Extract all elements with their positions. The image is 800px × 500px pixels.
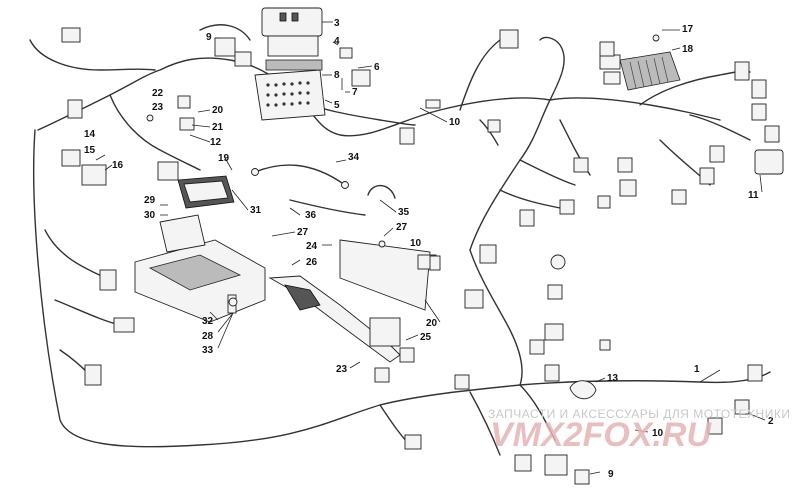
callout-25: 25 bbox=[420, 332, 432, 343]
connector-left-mid bbox=[84, 269, 135, 386]
relay-icon bbox=[341, 69, 371, 90]
callout-7: 7 bbox=[352, 87, 358, 98]
callout-16: 16 bbox=[112, 160, 124, 171]
connector-cluster-right bbox=[671, 61, 784, 205]
callout-28: 28 bbox=[202, 331, 214, 342]
callout-32: 32 bbox=[202, 316, 214, 327]
fuse-box-cover bbox=[261, 7, 323, 57]
ground-cable-34 bbox=[251, 164, 349, 189]
fuse-icon bbox=[339, 47, 353, 59]
callout-18: 18 bbox=[682, 44, 694, 55]
callout-24: 24 bbox=[306, 241, 318, 252]
callout-5: 5 bbox=[334, 100, 340, 111]
support-plate bbox=[339, 239, 437, 311]
actuator-26 bbox=[268, 275, 415, 363]
callout-10-top: 10 bbox=[449, 117, 461, 128]
callout-31: 31 bbox=[250, 205, 262, 216]
callout-35: 35 bbox=[398, 207, 410, 218]
watermark: ЗАПЧАСТИ И АКСЕССУАРЫ ДЛЯ МОТОТЕХНИКИ VM… bbox=[488, 407, 790, 454]
callout-labels: 3 4 6 8 7 5 9 10 17 18 11 22 23 20 21 12… bbox=[84, 18, 774, 480]
callout-8: 8 bbox=[334, 70, 340, 81]
callout-10-bottom: 10 bbox=[652, 428, 664, 439]
fuse-box-base bbox=[254, 59, 326, 121]
main-harness bbox=[29, 24, 771, 456]
callout-23-mid: 23 bbox=[336, 364, 348, 375]
cable-tie-35 bbox=[367, 184, 396, 199]
callout-20-mid: 20 bbox=[426, 318, 438, 329]
callout-4: 4 bbox=[334, 36, 340, 47]
callout-26: 26 bbox=[306, 257, 318, 268]
callout-21: 21 bbox=[212, 122, 224, 133]
connector-left-top bbox=[61, 27, 83, 119]
callout-1: 1 bbox=[694, 364, 700, 375]
watermark-subtitle: ЗАПЧАСТИ И АКСЕССУАРЫ ДЛЯ МОТОТЕХНИКИ bbox=[488, 407, 790, 421]
callout-13: 13 bbox=[607, 373, 619, 384]
callout-9-top: 9 bbox=[206, 32, 212, 43]
callout-34: 34 bbox=[348, 152, 360, 163]
watermark-logo: VMX2FOX.RU bbox=[490, 416, 712, 454]
relay-socket-left bbox=[61, 149, 107, 186]
callout-11: 11 bbox=[748, 190, 759, 201]
callout-27-left: 27 bbox=[297, 227, 309, 238]
callout-14: 14 bbox=[84, 129, 96, 140]
callout-17: 17 bbox=[682, 24, 694, 35]
callout-30: 30 bbox=[144, 210, 156, 221]
mounting-bracket bbox=[134, 214, 266, 323]
callout-10-mid: 10 bbox=[410, 238, 422, 249]
callout-6: 6 bbox=[374, 62, 380, 73]
leader-lines bbox=[95, 21, 766, 475]
callout-27-right: 27 bbox=[396, 222, 408, 233]
sensor-22-icon bbox=[146, 95, 195, 131]
connectors-mid-right bbox=[374, 29, 763, 485]
cable-36 bbox=[289, 199, 366, 216]
callout-33: 33 bbox=[202, 345, 214, 356]
callout-36: 36 bbox=[305, 210, 317, 221]
callout-20-top: 20 bbox=[212, 105, 224, 116]
callout-23-top: 23 bbox=[152, 102, 164, 113]
callout-19: 19 bbox=[218, 153, 230, 164]
screw-icon bbox=[652, 34, 660, 42]
callout-29: 29 bbox=[144, 195, 156, 206]
callout-2: 2 bbox=[768, 416, 774, 427]
ecu-module bbox=[157, 161, 235, 209]
callout-22: 22 bbox=[152, 88, 164, 99]
connector-9-top bbox=[214, 37, 252, 67]
callout-3: 3 bbox=[334, 18, 340, 29]
callout-12: 12 bbox=[210, 137, 222, 148]
callout-9-bottom: 9 bbox=[608, 469, 614, 480]
voltage-regulator bbox=[599, 51, 681, 91]
callout-15: 15 bbox=[84, 145, 96, 156]
